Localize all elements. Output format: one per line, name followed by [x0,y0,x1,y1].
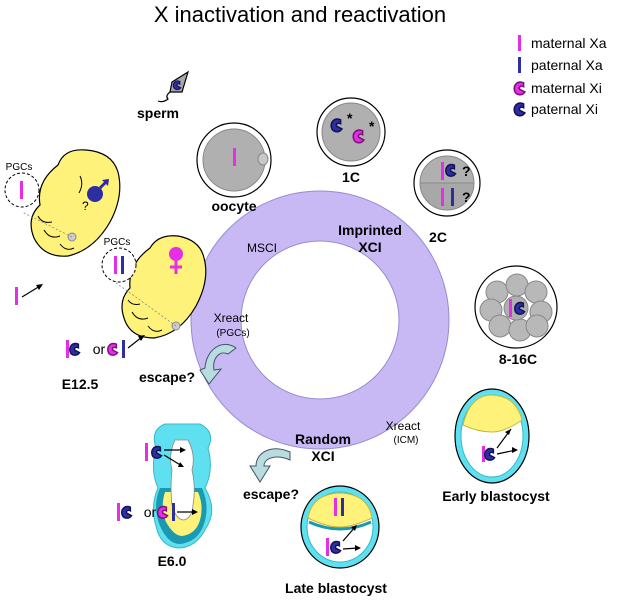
escape-label-2: escape? [243,486,299,502]
legend-paternal-xa-label: paternal Xa [531,57,603,73]
male-question: ? [82,199,89,213]
escape-arrow-random [249,448,291,483]
one-cell-star-1: * [347,110,353,126]
two-cell-label: 2C [429,229,447,245]
e12-female-somatic-cells [66,335,145,358]
legend-paternal-xa-swatch [518,57,521,73]
e12-label: E12.5 [62,376,99,392]
xreact-icm-sublabel: (ICM) [394,435,419,446]
late-blastocyst-label: Late blastocyst [285,580,387,596]
e12-male-somatic-xa [15,287,18,305]
pgcs-female-label: PGCs [104,237,131,248]
sperm-label: sperm [137,105,179,121]
msci-label: MSCI [247,241,277,255]
imprinted-xci-label: XCI [358,239,381,255]
escape-label-1: escape? [139,369,195,385]
female-symbol-icon [169,247,183,274]
legend-maternal-xa-label: maternal Xa [531,35,607,51]
e6-label: E6.0 [158,553,187,569]
xci-cycle-ring [190,190,450,450]
e6-or-label: or [144,504,157,520]
legend: maternal Xa paternal Xa maternal Xi pate… [513,35,607,117]
xreact-pgcs-label: Xreact [214,311,249,325]
xreact-pgcs-sublabel: (PGCs) [216,328,249,339]
random-label: Random [295,431,351,447]
e12-or-label: or [93,341,106,357]
imprinted-label: Imprinted [338,222,402,238]
random-xci-label: XCI [311,448,334,464]
legend-maternal-xi-swatch [513,81,526,96]
morula-icon [474,265,558,349]
oocyte-label: oocyte [211,198,256,214]
e6-embryo-icon [117,423,213,549]
late-blastocyst-icon [300,485,380,569]
early-blastocyst-icon [454,388,530,484]
two-cell-question-1: ? [462,163,471,179]
xreact-icm-label: Xreact [386,419,421,433]
early-blastocyst-label: Early blastocyst [442,488,550,504]
e12-male-embryo-icon [21,149,121,257]
one-cell-star-2: * [369,118,375,134]
pgcs-female-circle [101,247,137,283]
morula-label: 8-16C [499,351,537,367]
legend-paternal-xi-label: paternal Xi [531,101,598,117]
pgcs-male-circle [4,172,40,208]
legend-maternal-xi-label: maternal Xi [531,80,602,96]
e12-female-embryo-icon [111,235,207,339]
two-cell-question-2: ? [462,189,471,205]
pgcs-male-label: PGCs [6,162,33,173]
one-cell-label: 1C [342,169,360,185]
diagram-title: X inactivation and reactivation [154,2,446,27]
two-cell-embryo-icon [413,149,481,217]
one-cell-embryo-icon [316,97,386,167]
legend-paternal-xi-swatch [513,102,526,117]
male-symbol-icon [87,178,110,202]
escape-arrow-pgc [199,343,237,385]
sperm-icon [157,70,190,103]
male-somatic-arrow [21,285,41,298]
oocyte-icon [196,122,272,198]
legend-maternal-xa-swatch [518,35,521,51]
